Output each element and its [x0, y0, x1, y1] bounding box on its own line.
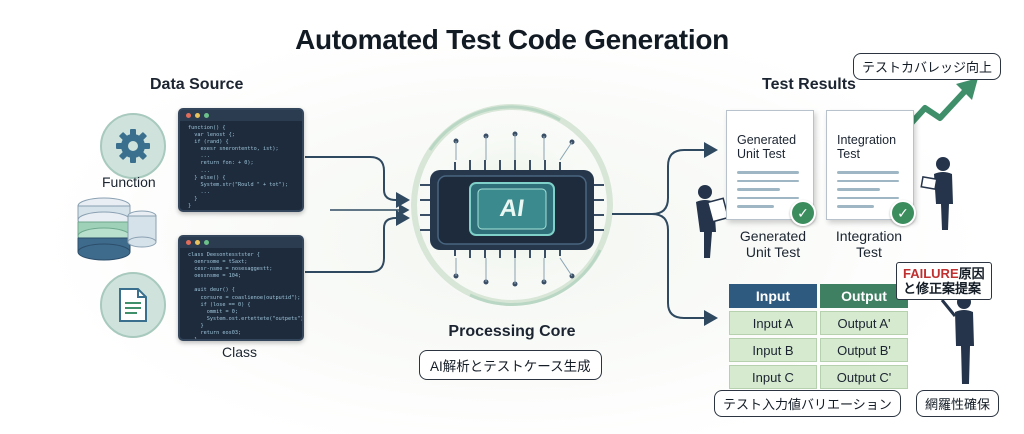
integration-test-caption: Integration Test	[835, 228, 903, 260]
function-code: function() { var lenost {; if (rand) { e…	[188, 125, 288, 210]
document-icon	[119, 288, 147, 322]
table-row: Input C Output C'	[729, 365, 908, 389]
gear-icon	[116, 129, 150, 163]
table-cell: Output A'	[820, 311, 908, 335]
table-cell: Input B	[729, 338, 817, 362]
table-cell: Input A	[729, 311, 817, 335]
test-variation-table: Input Output Input A Output A' Input B O…	[726, 281, 911, 392]
class-code: class Deesontesstster { oenrsome = tSaxt…	[188, 252, 304, 341]
unit-test-caption: Generated Unit Test	[739, 228, 807, 260]
table-header: Output	[820, 284, 908, 308]
trend-arrow-icon	[902, 78, 978, 133]
failure-note: FAILURE原因 と修正案提案	[896, 262, 992, 300]
page-title: Automated Test Code Generation	[295, 24, 729, 55]
person-icon	[920, 157, 953, 230]
checkmark-icon: ✓	[890, 200, 916, 226]
test-results-heading: Test Results	[762, 76, 856, 93]
table-row: Input B Output B'	[729, 338, 908, 362]
table-cell: Input C	[729, 365, 817, 389]
table-header: Input	[729, 284, 817, 308]
chip-label: AI	[498, 195, 526, 222]
output-connectors	[612, 142, 718, 326]
input-connectors	[305, 156, 410, 273]
class-code-window: class Deesontesstster { oenrsome = tSaxt…	[178, 235, 304, 341]
variation-caption: テスト入力値バリエーション	[714, 390, 901, 417]
doc-title: Generated Unit Test	[737, 133, 797, 161]
coverage-caption: 網羅性確保	[916, 390, 1000, 417]
failure-fix: と修正案提案	[903, 281, 982, 296]
class-label: Class	[222, 344, 258, 360]
processing-core-heading: Processing Core	[448, 323, 576, 340]
person-icon	[696, 185, 730, 258]
processing-caption: AI解析とテストケース生成	[419, 350, 602, 380]
data-source-heading: Data Source	[150, 76, 244, 93]
doc-title: Integration Test	[837, 133, 897, 161]
table-cell: Output C'	[820, 365, 908, 389]
table-cell: Output B'	[820, 338, 908, 362]
function-label: Function	[102, 174, 156, 190]
failure-label: FAILURE	[903, 266, 959, 281]
database-icon	[77, 197, 157, 261]
function-code-window: function() { var lenost {; if (rand) { e…	[178, 108, 304, 212]
function-icon-badge	[100, 113, 166, 179]
ai-chip-icon	[420, 131, 604, 287]
checkmark-icon: ✓	[790, 200, 816, 226]
table-row: Input A Output A'	[729, 311, 908, 335]
class-icon-badge	[100, 272, 166, 338]
failure-cause: 原因	[958, 266, 985, 281]
coverage-badge: テストカバレッジ向上	[853, 53, 1002, 80]
